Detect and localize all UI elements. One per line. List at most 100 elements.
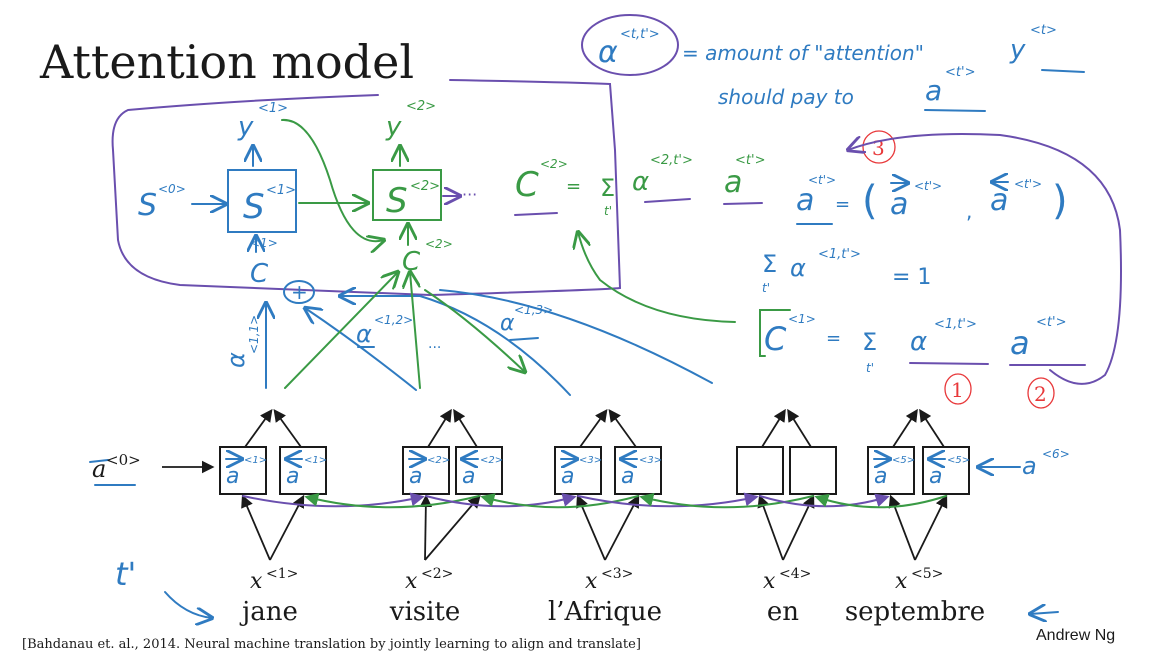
input-to-fwd-arrow xyxy=(419,494,433,561)
green-arrow-a2-to-c2 xyxy=(410,272,421,389)
def-line1: = amount of "attention" xyxy=(682,41,924,65)
a0-sup: <0> xyxy=(106,451,141,469)
fwd-activation-label: a xyxy=(226,464,239,489)
eq-a-fwd: a xyxy=(890,187,908,222)
backward-recurrent-arrow xyxy=(304,492,480,509)
attention-definition: α <t,t'> = amount of "attention" y <t> s… xyxy=(581,14,1085,112)
eq-sum-sub: t' xyxy=(762,281,770,295)
input-word: jane xyxy=(239,597,298,627)
forward-recurrent-arrow xyxy=(577,492,759,508)
fwd-activation-sup: <5> xyxy=(892,455,915,466)
eq-c2-sum-sub: t' xyxy=(604,204,612,218)
attention-weights: α <1,1> α <1,2> ··· α <1,3> xyxy=(222,232,736,396)
green-arrow-a1-to-c2 xyxy=(284,272,398,389)
eq-c2-alpha-sup: <2,t'> xyxy=(650,153,693,168)
c2-label: C xyxy=(402,247,421,277)
input-to-fwd-arrow xyxy=(757,494,784,561)
encoder-group: a<5>a<5>x<5>septembre xyxy=(845,408,985,627)
decoder: S <0> S <1> y <1> S <2> y <2> ··· <1> C … xyxy=(138,99,477,304)
input-to-bwd-arrow xyxy=(269,494,305,561)
eq-a-bwd-sup: <t'> xyxy=(1014,177,1042,191)
eq-c2-lhs-sup: <2> xyxy=(540,157,568,171)
input-to-bwd-arrow xyxy=(914,494,948,561)
eq-c1-sum: Σ xyxy=(862,328,877,356)
input-x-sup: <1> xyxy=(266,566,298,582)
y2-sup: <2> xyxy=(406,99,436,114)
weight-1-3-sup: <1,3> xyxy=(514,303,553,317)
decoder-cell-2 xyxy=(372,169,442,221)
backward-recurrent-arrow xyxy=(639,492,814,509)
eq-c2-a-underline xyxy=(723,202,763,205)
eq-a-open: ( xyxy=(862,178,878,224)
eq-c2-alpha: α xyxy=(632,167,649,197)
step-2-label: 2 xyxy=(1034,382,1047,406)
eq-c1-a: a xyxy=(1010,324,1030,362)
eq-a-close: ) xyxy=(1052,178,1068,224)
fwd-to-output-arrow xyxy=(244,408,273,448)
encoder: a <0> a<1>a<1>x<1>janea<2>a<2>x<2>visite… xyxy=(89,408,1070,627)
bwd-activation-sup: <5> xyxy=(947,455,970,466)
eq-a-lhs: a xyxy=(796,183,814,218)
weights-ellipsis: ··· xyxy=(428,340,441,356)
decoder-cell-2-sup: <2> xyxy=(410,179,440,194)
decoder-ellipsis: ··· xyxy=(462,185,477,204)
weight-1-3-underline xyxy=(509,337,539,341)
eq-c2-sum: Σ xyxy=(600,174,615,202)
bwd-activation-sup: <2> xyxy=(480,455,503,466)
bwd-to-output-arrow xyxy=(273,408,302,448)
eq-c2-a: a xyxy=(724,165,742,200)
equation-a-concat: a <t'> = ( a <t'> , a <t'> ) xyxy=(796,173,1068,225)
def-alpha-sup: <t,t'> xyxy=(620,27,660,42)
eq-sum-rhs: = 1 xyxy=(892,265,931,290)
slide-title: Attention model xyxy=(39,35,414,89)
a6-sup: <6> xyxy=(1042,447,1070,461)
encoder-group: a<2>a<2>x<2>visite xyxy=(389,408,503,627)
fwd-activation-label: a xyxy=(409,464,422,489)
t-prime-label: t' xyxy=(115,555,136,593)
a6-label: a xyxy=(1022,452,1037,480)
eq-c2-lhs-underline xyxy=(514,212,558,216)
c1-sup: <1> xyxy=(250,236,278,250)
s0-sup: <0> xyxy=(158,182,186,196)
backward-activation-box xyxy=(789,446,837,495)
def-source-sup: <t'> xyxy=(945,65,975,80)
y2-label: y xyxy=(385,112,402,142)
def-source-underline xyxy=(924,109,986,112)
weight-1-1-label: α xyxy=(222,352,250,368)
c2-sup: <2> xyxy=(425,237,453,251)
equation-sum-constraint: Σ t' α <1,t'> = 1 xyxy=(762,247,931,295)
alpha-circle xyxy=(581,14,679,76)
input-word: en xyxy=(767,597,799,627)
t-prime-arrow xyxy=(164,591,212,618)
y1-label: y xyxy=(237,112,254,142)
input-x-label: x xyxy=(763,569,776,594)
equation-c1: C <1> = Σ t' α <1,t'> a <t'> xyxy=(759,309,1086,375)
weight-1-2-label: α xyxy=(356,320,372,348)
forward-recurrent-arrow xyxy=(425,493,577,508)
input-x-sup: <5> xyxy=(911,566,943,582)
eq-c1-bracket xyxy=(759,309,791,357)
fwd-to-output-arrow xyxy=(427,408,452,448)
eq-c2-eq: = xyxy=(566,176,581,197)
def-target-underline xyxy=(1041,69,1085,73)
step-2-circle xyxy=(1027,377,1055,409)
input-to-bwd-arrow xyxy=(782,494,815,561)
a0-arrow-hat xyxy=(89,459,109,463)
bwd-activation-label: a xyxy=(286,464,299,489)
bwd-to-output-arrow xyxy=(608,408,637,448)
green-arrow-c1-to-c2eq xyxy=(578,232,736,323)
sum-plus: + xyxy=(291,280,308,304)
eq-a-eq: = xyxy=(835,194,850,215)
citation: [Bahdanau et. al., 2014. Neural machine … xyxy=(22,637,641,652)
eq-a-fwd-sup: <t'> xyxy=(914,179,942,193)
fwd-to-output-arrow xyxy=(579,408,608,448)
eq-sum-alpha-sup: <1,t'> xyxy=(818,247,861,262)
encoder-group: a<1>a<1>x<1>jane xyxy=(219,408,327,627)
eq-c1-alpha: α xyxy=(910,327,927,357)
forward-recurrent-arrow xyxy=(759,493,890,508)
def-alpha: α xyxy=(598,35,618,70)
fwd-to-output-arrow xyxy=(892,408,918,448)
backward-activation-box xyxy=(279,446,327,495)
input-to-bwd-arrow xyxy=(424,495,481,561)
backward-recurrent-arrow xyxy=(480,493,639,509)
